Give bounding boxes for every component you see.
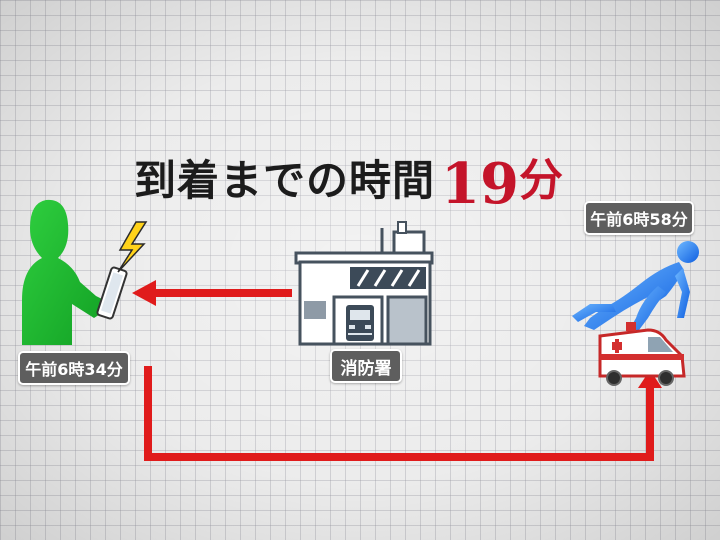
dispatch-arrow xyxy=(132,280,292,306)
patient-time-tag: 午前6時58分 xyxy=(584,201,694,235)
ambulance-icon xyxy=(598,322,686,386)
fire-truck-icon xyxy=(346,305,374,341)
tablet-icon xyxy=(96,266,128,320)
station-label-tag: 消防署 xyxy=(330,349,402,383)
diagram-title: 到着までの時間 19 分 xyxy=(134,138,563,212)
title-value: 19 xyxy=(441,151,519,217)
caller-time-tag: 午前6時34分 xyxy=(18,351,130,385)
title-unit: 分 xyxy=(518,155,563,206)
fire-station-icon xyxy=(294,221,434,346)
lightning-icon xyxy=(117,221,148,273)
patient-figure-icon xyxy=(572,241,699,334)
title-text: 到着までの時間 xyxy=(134,156,436,205)
caller-person-icon xyxy=(22,199,106,345)
route-line xyxy=(144,366,662,461)
